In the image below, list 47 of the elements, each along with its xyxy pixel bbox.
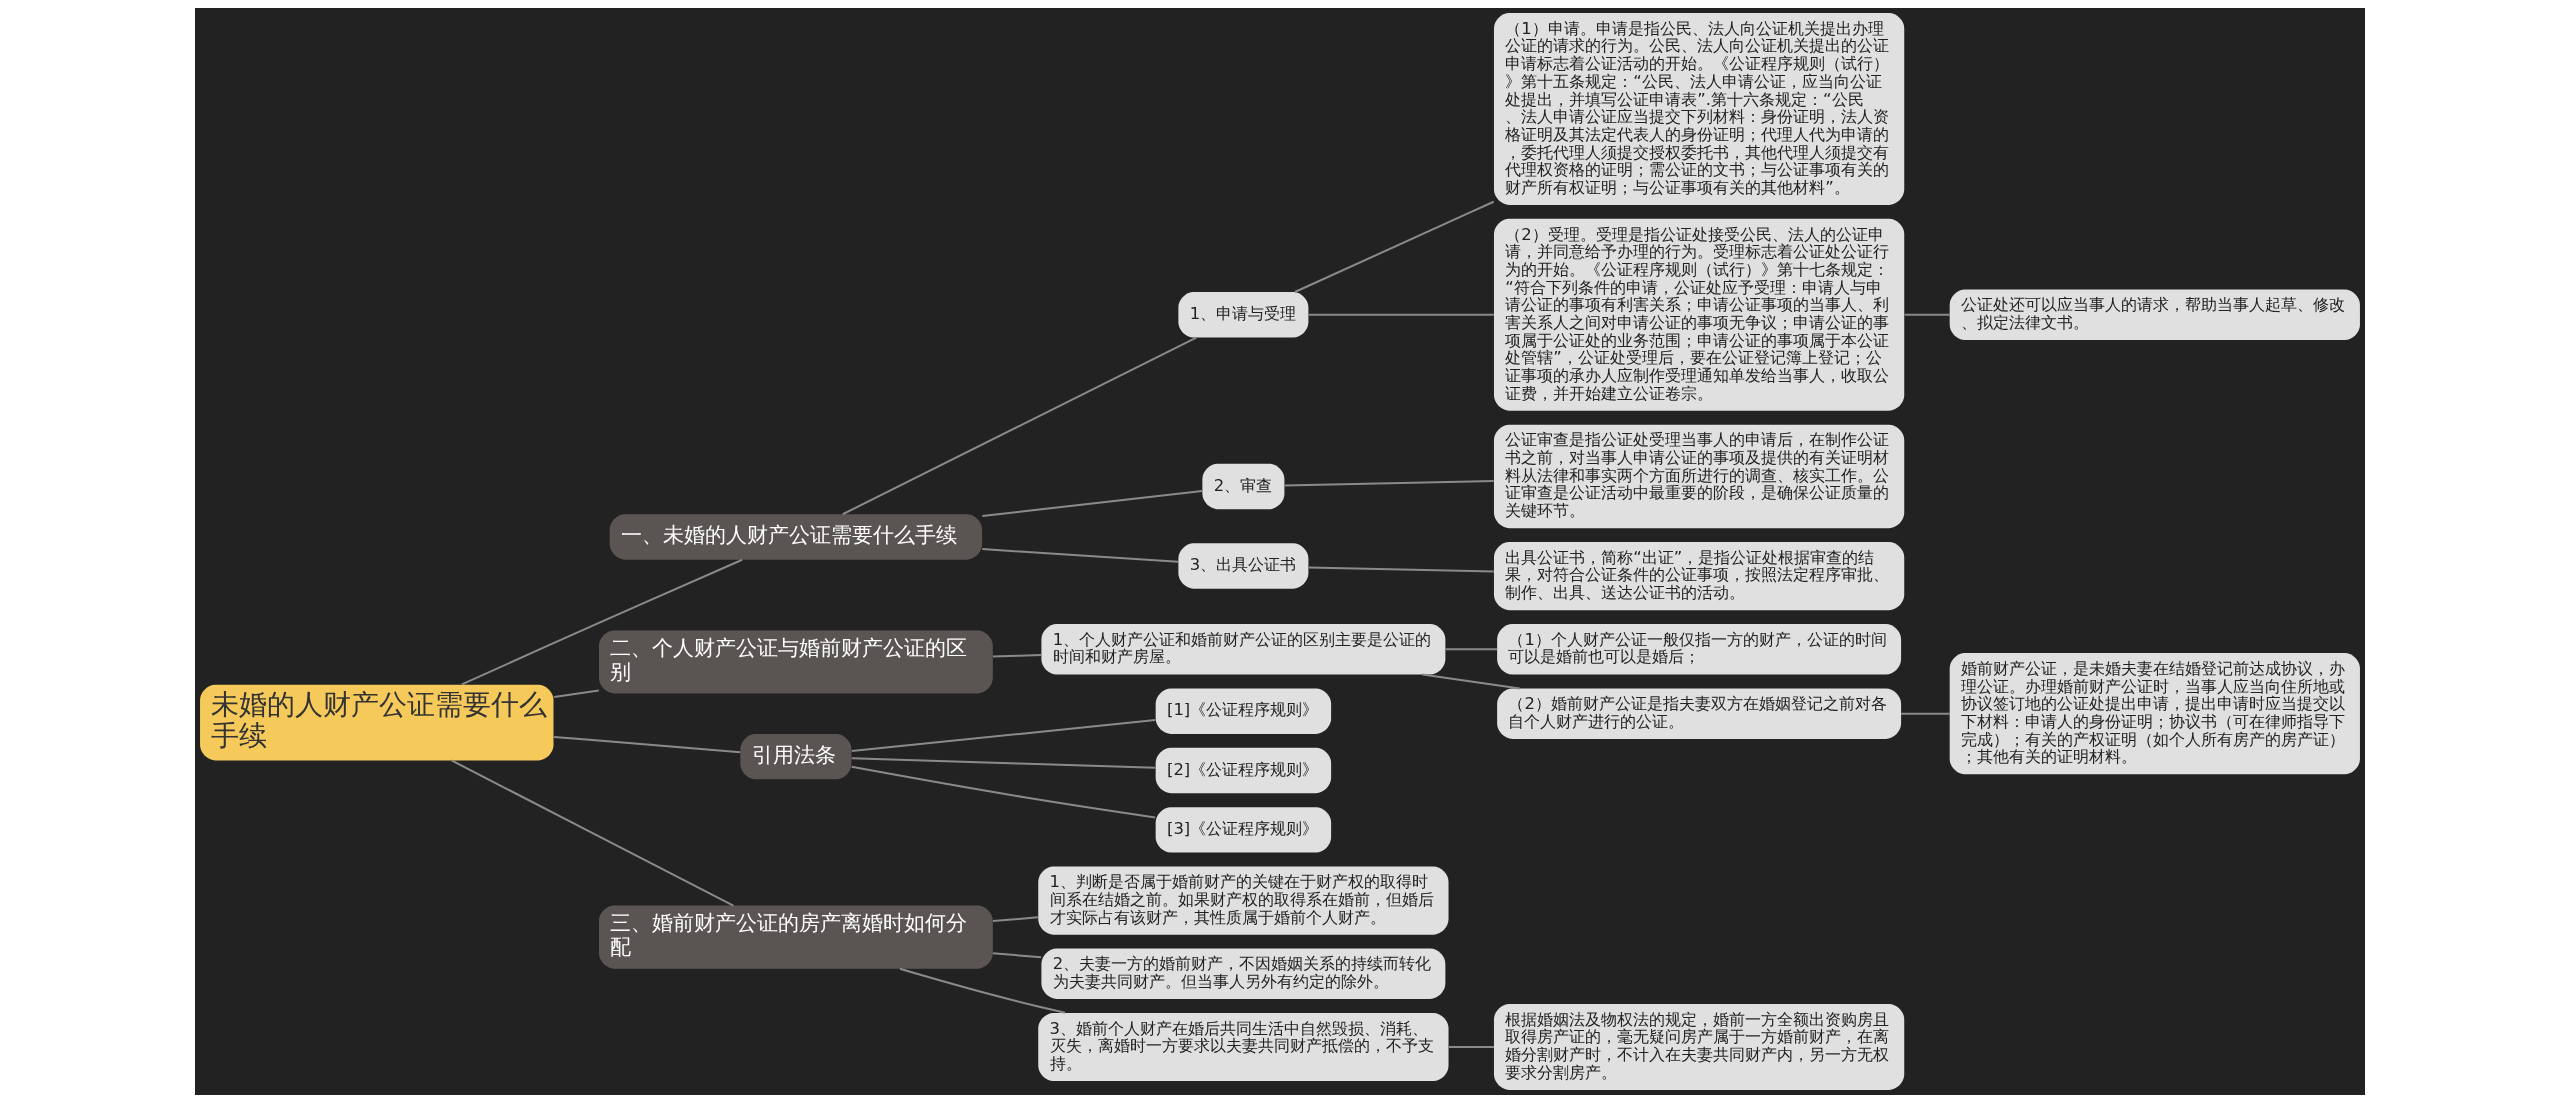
- node-box: 公证处还可以应当事人的请求，帮助当事人起草、修改、拟定法律文书。: [1949, 289, 2360, 341]
- node-box: 三、婚前财产公证的房产离婚时如何分配: [598, 905, 993, 969]
- connector: [1901, 712, 1950, 715]
- connector: [553, 689, 599, 698]
- node-box: （1）申请。申请是指公民、法人向公证机关提出办理公证的请求的行为。公民、法人向公证机关提出的公证申请标志着公证活动的开始。《公证程序规则（试行）》第十五条规定：“公民、法人申请公证，应当向公证处提出，并填写公证申请表”.第十六条规定：“公民、法人申请公证应当提交下列材料：身份证明，法人资格证明及其法定代表人的身份证明；代理人代为申请的，委托代理人须提交授权委托书，其他代理人须提交有代理权资格的证明；需公证的文书；与公证事项有关的财产所有权证明；与公证事项有关的其他材料”。: [1493, 13, 1905, 205]
- node-box: 3、婚前个人财产在婚后共同生活中自然毁损、消耗、灭失，离婚时一方要求以夫妻共同财产抵偿的，不予支持。: [1038, 1012, 1449, 1082]
- connector: [1448, 1045, 1494, 1048]
- node-box: 3、出具公证书: [1178, 543, 1309, 589]
- node-box: 出具公证书，简称“出证”，是指公证处根据审查的结果，对符合公证条件的公证事项，按照法定程序审批、制作、出具、送达公证书的活动。: [1493, 542, 1905, 611]
- connector: [851, 757, 1156, 769]
- node-box: [3]《公证程序规则》: [1155, 807, 1332, 853]
- node-box: 2、夫妻一方的婚前财产，不因婚姻关系的持续而转化为夫妻共同财产。但当事人另外有约定的除外。: [1041, 948, 1446, 999]
- connector: [982, 548, 1179, 563]
- connector: [851, 765, 1156, 819]
- node-box: 婚前财产公证，是未婚夫妻在结婚登记前达成协议，办理公证。办理婚前财产公证时，当事人应当向住所地或协议签订地的公证处提出申请，提出申请时应当提交以下材料：申请人的身份证明；协议书（可在律师指导下完成）；有关的产权证明（如个人所有房产的房产证）；其他有关的证明材料。: [1949, 653, 2360, 775]
- node-box: [2]《公证程序规则》: [1155, 747, 1332, 794]
- node-box: （1）个人财产公证一般仅指一方的财产，公证的时间可以是婚前也可以是婚后；: [1497, 624, 1902, 675]
- node-box: 公证审查是指公证处受理当事人的申请后，在制作公证书之前，对当事人申请公证的事项及提供的有关证明材料从法律和事实两个方面所进行的调查、核实工作。公证审查是公证活动中最重要的阶段，是确保公证质量的关键环节。: [1493, 424, 1905, 529]
- connector: [982, 490, 1203, 517]
- connector: [461, 558, 743, 686]
- connector: [451, 759, 734, 907]
- node-box: 引用法条: [740, 733, 852, 780]
- node-box: 二、个人财产公证与婚前财产公证的区别: [598, 630, 993, 694]
- connector: [1284, 479, 1494, 487]
- node-box: 1、个人财产公证和婚前财产公证的区别主要是公证的时间和财产房屋。: [1041, 624, 1446, 675]
- node-box: （2）婚前财产公证是指夫妻双方在婚姻登记之前对各自个人财产进行的公证。: [1497, 688, 1902, 739]
- node-box: （2）受理。受理是指公证处接受公民、法人的公证申请，并同意给予办理的行为。受理标志着公证处公证行为的开始。《公证程序规则（试行）》第十七条规定：“符合下列条件的申请，公证处应予受理：申请人与申请公证的事项有利害关系；申请公证事项的当事人、利害关系人之间对申请公证的事项无争议；申请公证的事项属于公证处的业务范围；申请公证的事项属于本公证处管辖”，公证处受理后，要在公证登记簿上登记；公证事项的承办人应制作受理通知单发给当事人，收取公证费，并开始建立公证卷宗。: [1493, 218, 1905, 411]
- connector: [842, 336, 1197, 516]
- connector: [992, 952, 1042, 959]
- node-box: 2、审查: [1202, 463, 1285, 510]
- node-box: [1]《公证程序规则》: [1155, 688, 1332, 734]
- connector: [992, 654, 1042, 658]
- connector: [554, 735, 741, 754]
- connector: [1445, 648, 1498, 651]
- connector: [899, 967, 1066, 1014]
- connector: [992, 916, 1039, 923]
- node-box: 一、未婚的人财产公证需要什么手续: [609, 514, 983, 560]
- node-box: 1、判断是否属于婚前财产的关键在于财产权的取得时间系在结婚之前。如果财产权的取得系在婚前，但婚后才实际占有该财产，其性质属于婚前个人财产。: [1038, 866, 1449, 935]
- connector: [851, 719, 1156, 753]
- node-box: 未婚的人财产公证需要什么手续: [200, 684, 554, 761]
- connector: [1308, 566, 1494, 573]
- node-box: 根据婚姻法及物权法的规定，婚前一方全额出资购房且取得房产证的，毫无疑问房产属于一方婚前财产，在离婚分割财产时，不计入在夫妻共同财产内，另一方无权要求分割房产。: [1493, 1004, 1905, 1090]
- connector: [1422, 673, 1520, 690]
- node-box: 1、申请与受理: [1178, 292, 1309, 338]
- connector: [1294, 200, 1495, 293]
- connector: [1904, 313, 1950, 316]
- connector: [1308, 313, 1494, 316]
